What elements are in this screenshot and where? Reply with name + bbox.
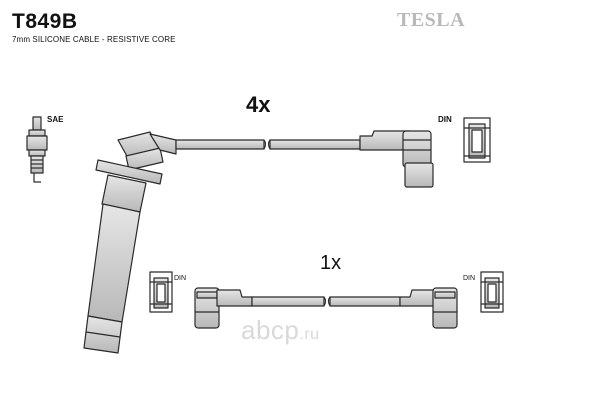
din-label-right: DIN	[463, 275, 476, 282]
din-label-left: DIN	[174, 275, 187, 282]
angled-connector-right	[399, 287, 458, 329]
angled-connector-top	[359, 130, 434, 188]
din-terminal-right-icon	[480, 271, 504, 313]
part-number: T849B	[12, 10, 78, 33]
main-cable	[175, 139, 361, 150]
sae-label: SAE	[47, 115, 64, 124]
din-terminal-left-icon	[149, 271, 173, 313]
watermark-tld: .ru	[299, 326, 320, 343]
spark-plug-boot-long	[83, 131, 177, 354]
main-lead-quantity: 4x	[246, 92, 271, 117]
spark-plug-icon	[26, 116, 48, 183]
secondary-lead-quantity: 1x	[320, 252, 342, 274]
watermark-name: abcp	[241, 315, 300, 345]
brand-logo: TESLA	[397, 9, 466, 31]
din-terminal-top-icon	[463, 117, 491, 163]
angled-connector-left	[194, 287, 253, 329]
secondary-cable	[251, 296, 401, 307]
din-label-top: DIN	[438, 115, 452, 124]
watermark: abcp.ru	[241, 315, 320, 346]
cable-description: 7mm SILICONE CABLE - RESISTIVE CORE	[12, 35, 176, 44]
